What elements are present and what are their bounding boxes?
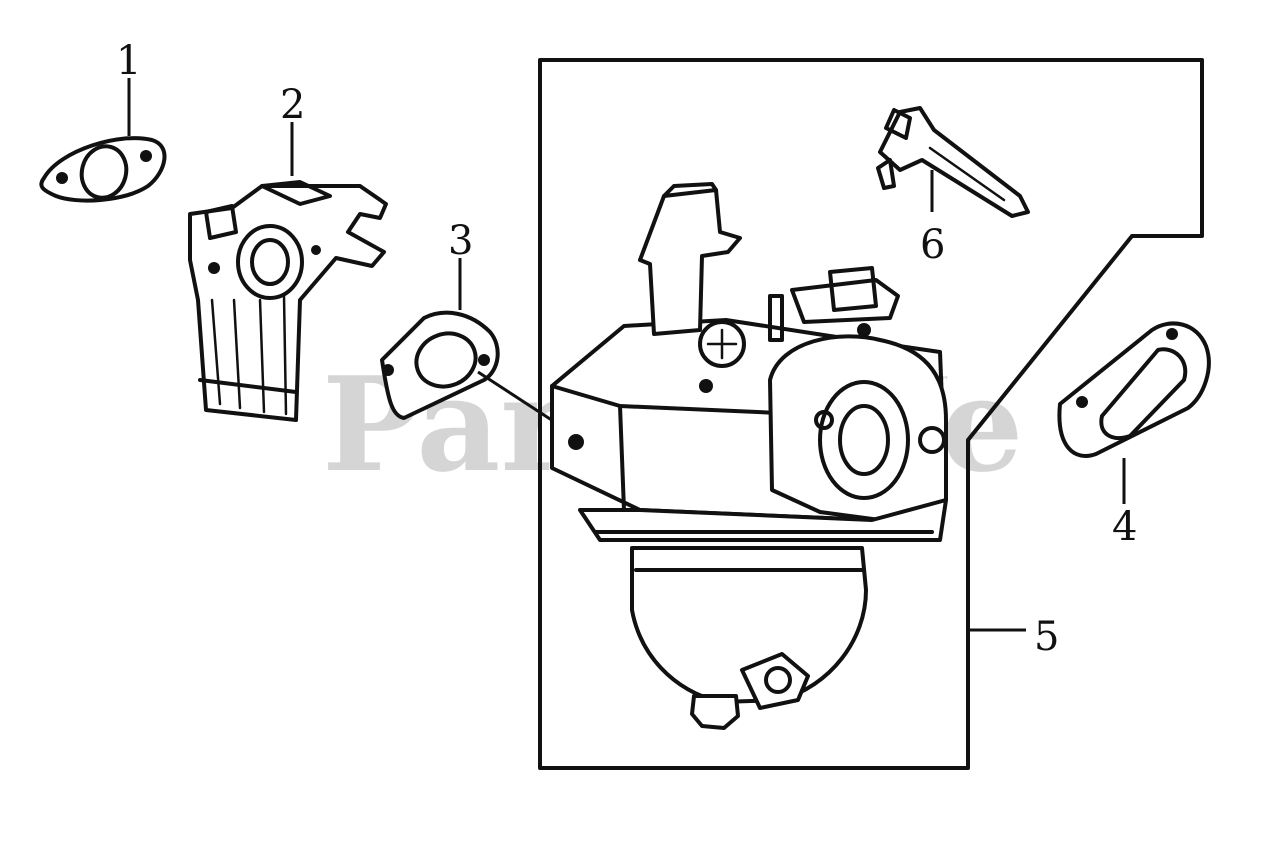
assembly-frame (538, 58, 1204, 770)
callout-5: 5 (1034, 614, 1059, 660)
part-6-choke-lever[interactable] (876, 106, 1030, 218)
part-2-insulator[interactable] (188, 180, 388, 422)
callout-1: 1 (116, 38, 141, 84)
part-5-carburetor[interactable] (550, 182, 948, 730)
callout-6: 6 (920, 222, 945, 268)
callout-3: 3 (448, 218, 473, 264)
part-4-gasket[interactable] (1057, 321, 1211, 458)
callout-2: 2 (280, 82, 305, 128)
part-1-gasket[interactable] (39, 136, 167, 203)
part-3-gasket[interactable] (380, 310, 500, 420)
callout-4: 4 (1112, 504, 1137, 550)
